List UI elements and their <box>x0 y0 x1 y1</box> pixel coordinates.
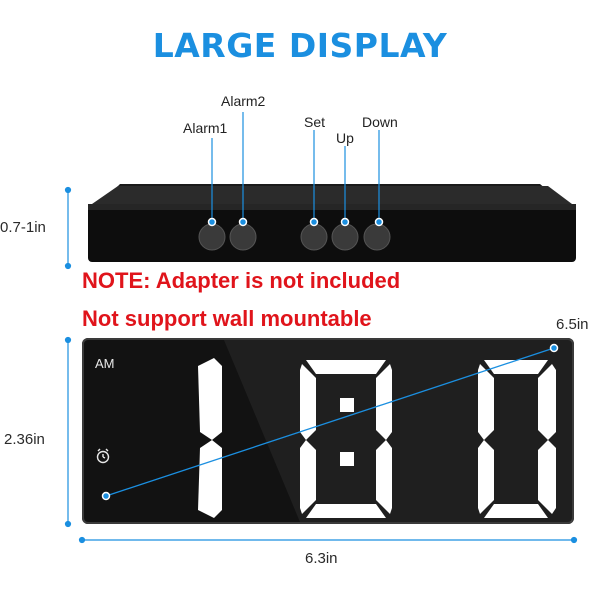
digit-1 <box>198 358 222 518</box>
top-height-dimension <box>64 186 72 270</box>
page-title: LARGE DISPLAY <box>152 26 448 65</box>
up-label: Up <box>336 130 354 146</box>
top-height-label: 0.7-1in <box>0 219 46 236</box>
display-height-label: 2.36in <box>4 431 45 448</box>
down-label: Down <box>362 114 398 130</box>
display-height-dimension <box>64 336 72 528</box>
alarm2-label: Alarm2 <box>221 93 266 109</box>
diagonal-dimension <box>101 343 559 501</box>
digit-0-first <box>300 360 392 518</box>
width-dimension <box>78 536 578 544</box>
alarm-clock-icon <box>96 448 110 464</box>
width-label: 6.3in <box>305 550 338 567</box>
digit-0-second <box>478 360 556 518</box>
alarm1-label: Alarm1 <box>183 120 228 136</box>
colon-dot-top <box>340 398 354 412</box>
am-indicator: AM <box>95 356 115 371</box>
adapter-note: NOTE: Adapter is not included <box>82 268 401 293</box>
wall-mount-note: Not support wall mountable <box>82 306 372 331</box>
colon <box>340 398 354 466</box>
diagonal-label: 6.5in <box>556 316 589 333</box>
colon-dot-bottom <box>340 452 354 466</box>
set-label: Set <box>304 114 326 130</box>
